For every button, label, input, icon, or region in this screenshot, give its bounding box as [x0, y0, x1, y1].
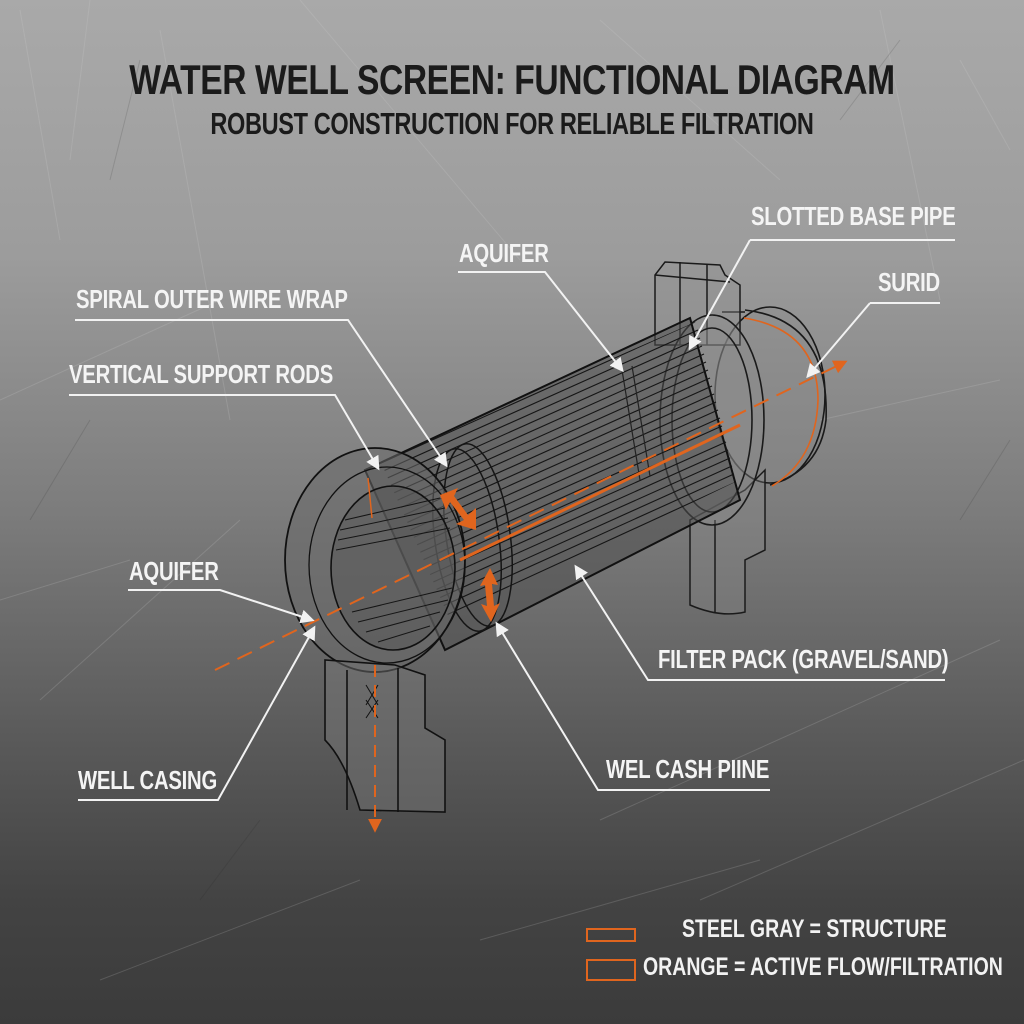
label-well-casing: WELL CASING [78, 765, 218, 795]
legend-label-structure: STEEL GRAY = STRUCTURE [682, 915, 947, 943]
page-subtitle: ROBUST CONSTRUCTION FOR RELIABLE FILTRAT… [210, 106, 814, 141]
flow-double-arrows [440, 488, 500, 622]
foot-stitch-mark [365, 684, 379, 719]
label-aquifer-left: AQUIFER [129, 556, 219, 586]
front-flange [284, 447, 466, 673]
end-cap [714, 306, 827, 486]
label-vertical-support-rods: VERTICAL SUPPORT RODS [69, 359, 334, 389]
legend-swatch-structure [586, 928, 636, 942]
right-foot [689, 468, 766, 615]
label-surid: SURID [878, 267, 940, 297]
legend-swatch-flow [586, 959, 636, 981]
label-filter-pack: FILTER PACK (GRAVEL/SAND) [658, 644, 949, 674]
leader-lines [69, 239, 955, 801]
left-foot [324, 659, 446, 813]
label-spiral-outer-wire-wrap: SPIRAL OUTER WIRE WRAP [76, 284, 348, 314]
label-slotted-base-pipe: SLOTTED BASE PIPE [751, 201, 956, 231]
legend-label-flow: ORANGE = ACTIVE FLOW/FILTRATION [643, 953, 1003, 981]
flow-axis [214, 360, 848, 833]
label-wel-cash-piine: WEL CASH PIINE [606, 754, 770, 784]
page-title: WATER WELL SCREEN: FUNCTIONAL DIAGRAM [129, 56, 895, 103]
label-aquifer-top: AQUIFER [459, 238, 549, 268]
cap-flow-arc [743, 317, 819, 487]
